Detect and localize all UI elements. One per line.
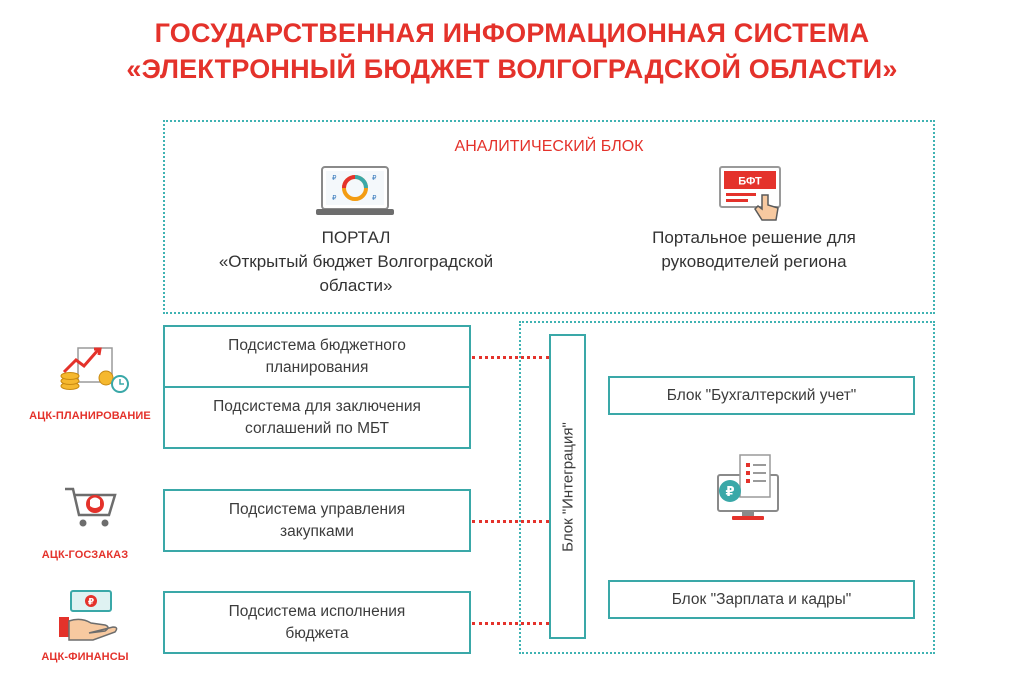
leaders-caption: Портальное решение для руководителей рег… — [604, 226, 904, 274]
subsystem-budget-planning: Подсистема бюджетного планирования — [163, 325, 471, 388]
integration-label: Блок "Интеграция" — [559, 421, 576, 552]
page-title-line1: ГОСУДАРСТВЕННАЯ ИНФОРМАЦИОННАЯ СИСТЕМА — [154, 18, 870, 48]
connector-procurement — [472, 520, 549, 523]
connector-planning — [472, 356, 549, 359]
cart-emblem-icon — [63, 485, 119, 534]
svg-text:₽: ₽ — [372, 174, 377, 182]
svg-text:₽: ₽ — [88, 598, 94, 608]
laptop-ruble-chart-icon: ₽ ₽ ₽ ₽ — [316, 165, 394, 222]
svg-text:₽: ₽ — [332, 174, 337, 182]
subsystem-label-line1: Подсистема бюджетного — [228, 336, 406, 354]
subsystem-budget-execution: Подсистема исполнения бюджета — [163, 591, 471, 654]
subsystem-label-line2: закупками — [280, 522, 354, 540]
planning-coins-chart-icon — [58, 346, 132, 401]
leaders-caption-line1: Портальное решение для — [652, 228, 856, 247]
subsystem-label-line2: соглашений по МБТ — [245, 419, 389, 437]
side-label-planning: АЦК-ПЛАНИРОВАНИЕ — [29, 410, 151, 422]
page-title-line2: «ЭЛЕКТРОННЫЙ БЮДЖЕТ ВОЛГОГРАДСКОЙ ОБЛАСТ… — [126, 54, 898, 84]
side-label-finance: АЦК-ФИНАНСЫ — [41, 651, 129, 663]
subsystem-mbt-agreements: Подсистема для заключения соглашений по М… — [163, 386, 471, 449]
portal-caption-line1: ПОРТАЛ — [321, 228, 391, 247]
portal-caption: ПОРТАЛ «Открытый бюджет Волгоградской об… — [176, 226, 536, 298]
hand-banknote-icon: ₽ — [57, 589, 123, 646]
subsystem-label-line2: планирования — [265, 358, 369, 376]
subsystem-procurement: Подсистема управления закупками — [163, 489, 471, 552]
svg-text:₽: ₽ — [725, 485, 734, 500]
svg-text:₽: ₽ — [332, 194, 337, 202]
side-label-goszakaz: АЦК-ГОСЗАКАЗ — [41, 549, 129, 561]
block-salary: Блок "Зарплата и кадры" — [608, 580, 915, 619]
subsystem-label-line2: бюджета — [285, 624, 349, 642]
accounting-block-frame — [519, 321, 935, 654]
bft-touch-screen-icon: БФТ — [718, 165, 784, 226]
subsystem-label-line1: Подсистема исполнения — [228, 602, 406, 620]
portal-caption-line2: «Открытый бюджет Волгоградской — [218, 252, 494, 271]
block-accounting: Блок "Бухгалтерский учет" — [608, 376, 915, 415]
monitor-ruble-documents-icon: ₽ — [708, 453, 788, 526]
bft-logo-text: БФТ — [738, 176, 762, 188]
connector-execution — [472, 622, 549, 625]
leaders-caption-line2: руководителей региона — [661, 252, 847, 271]
analytic-block-heading: АНАЛИТИЧЕСКИЙ БЛОК — [454, 138, 644, 155]
portal-caption-line3: области» — [319, 276, 393, 295]
subsystem-label-line1: Подсистема управления — [228, 500, 406, 518]
svg-text:₽: ₽ — [372, 194, 377, 202]
integration-block: Блок "Интеграция" — [549, 334, 586, 639]
analytic-block-frame — [163, 120, 935, 314]
subsystem-label-line1: Подсистема для заключения — [213, 397, 421, 415]
